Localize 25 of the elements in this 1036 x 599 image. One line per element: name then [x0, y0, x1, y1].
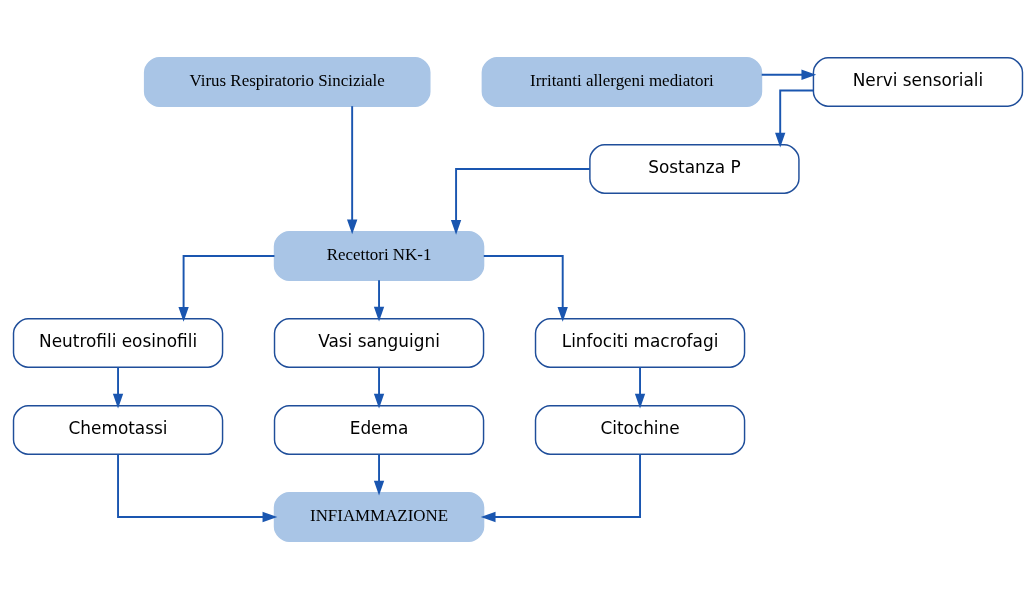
node-box: Irritanti allergeni mediatori: [481, 57, 763, 107]
node-box: INFIAMMAZIONE: [273, 492, 485, 542]
arrow: [775, 89, 815, 148]
node-box: Neutrofili eosinofili: [12, 318, 224, 368]
arrow: [634, 366, 646, 409]
node-box: Nervi sensoriali: [812, 57, 1024, 107]
arrow: [480, 453, 641, 523]
node-box: Citochine: [534, 405, 746, 455]
node-box: Virus Respiratorio Sinciziale: [143, 57, 431, 107]
arrow: [347, 105, 358, 235]
arrow: [373, 366, 385, 409]
arrow: [373, 279, 385, 322]
node-box: Chemotassi: [12, 405, 224, 455]
arrow: [482, 255, 568, 322]
arrow: [450, 168, 591, 235]
arrow: [373, 453, 385, 496]
node-box: Recettori NK-1: [273, 231, 485, 281]
arrow: [112, 366, 124, 409]
arrow: [178, 255, 276, 322]
node-box: Sostanza P: [589, 144, 800, 194]
node-box: Linfociti macrofagi: [534, 318, 746, 368]
node-box: Edema: [273, 405, 485, 455]
arrow: [760, 69, 817, 80]
node-box: Vasi sanguigni: [273, 318, 485, 368]
arrow: [117, 453, 278, 523]
